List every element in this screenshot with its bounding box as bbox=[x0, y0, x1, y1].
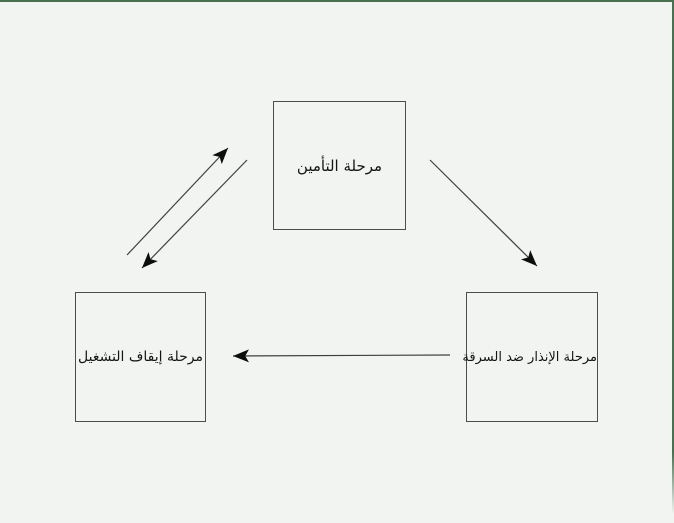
edge-security-to-shutdown bbox=[141, 159, 248, 269]
frame-top-border bbox=[0, 0, 674, 2]
edge-security-to-alarm bbox=[429, 159, 538, 267]
node-shutdown: مرحلة إيقاف التشغيل bbox=[75, 292, 206, 422]
frame-right-border bbox=[672, 0, 674, 514]
node-anti-theft-alarm-label: مرحلة الإنذار ضد السرقة bbox=[462, 349, 597, 365]
node-anti-theft-alarm: مرحلة الإنذار ضد السرقة bbox=[462, 292, 598, 422]
node-security: مرحلة التأمين bbox=[273, 101, 406, 230]
node-shutdown-label: مرحلة إيقاف التشغيل bbox=[78, 349, 204, 365]
edge-alarm-to-shutdown bbox=[232, 349, 451, 363]
edge-shutdown-to-security bbox=[126, 147, 229, 256]
node-security-label: مرحلة التأمين bbox=[296, 156, 383, 175]
